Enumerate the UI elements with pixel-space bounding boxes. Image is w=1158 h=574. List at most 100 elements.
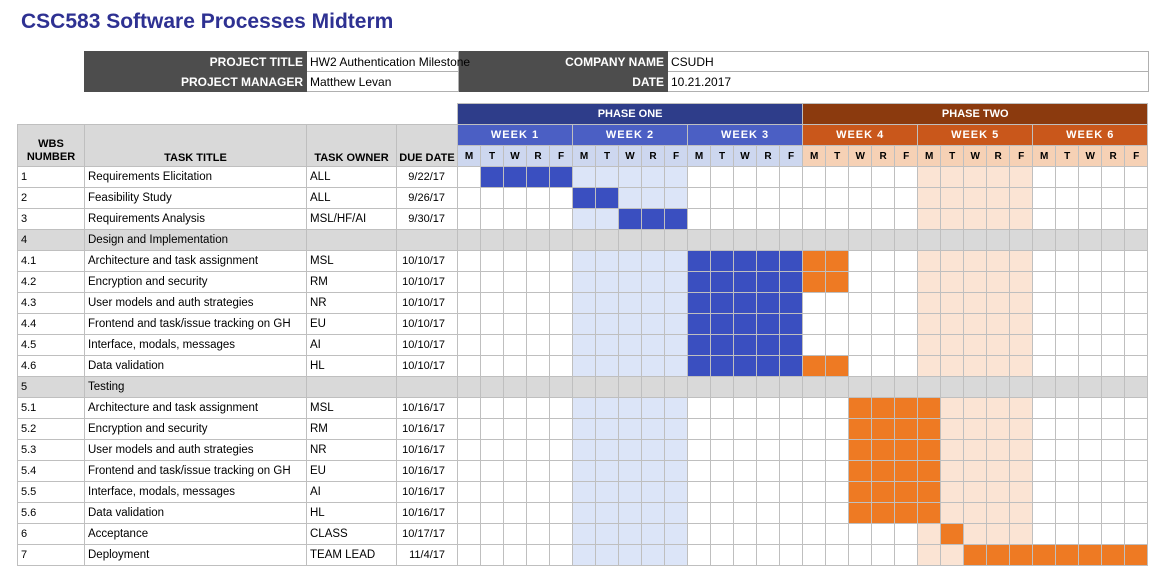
gantt-day-cell[interactable] (1032, 313, 1057, 335)
gantt-day-cell[interactable] (894, 166, 919, 188)
gantt-day-cell[interactable] (940, 481, 965, 503)
gantt-day-cell[interactable] (595, 544, 619, 566)
gantt-day-cell[interactable] (710, 502, 734, 524)
gantt-day-cell[interactable] (526, 355, 550, 377)
task-title-cell[interactable]: Architecture and task assignment (84, 397, 307, 419)
gantt-day-cell[interactable] (641, 523, 665, 545)
gantt-day-cell[interactable] (963, 250, 988, 272)
gantt-day-cell[interactable] (1124, 502, 1149, 524)
gantt-bar-cell[interactable] (848, 502, 873, 524)
gantt-day-cell[interactable] (1009, 250, 1034, 272)
gantt-day-cell[interactable] (687, 481, 711, 503)
gantt-bar-cell[interactable] (595, 187, 619, 209)
gantt-day-cell[interactable] (894, 544, 919, 566)
gantt-day-cell[interactable] (1124, 481, 1149, 503)
gantt-day-cell[interactable] (710, 544, 734, 566)
gantt-day-cell[interactable] (549, 355, 573, 377)
gantt-bar-cell[interactable] (756, 313, 780, 335)
gantt-day-cell[interactable] (618, 187, 642, 209)
gantt-day-cell[interactable] (963, 166, 988, 188)
task-owner-cell[interactable]: AI (306, 481, 397, 503)
gantt-day-cell[interactable] (549, 250, 573, 272)
gantt-day-cell[interactable] (526, 187, 550, 209)
gantt-day-cell[interactable] (848, 292, 873, 314)
task-title-cell[interactable]: Frontend and task/issue tracking on GH (84, 313, 307, 335)
gantt-bar-cell[interactable] (480, 166, 504, 188)
gantt-bar-cell[interactable] (778, 292, 804, 314)
gantt-day-cell[interactable] (1009, 439, 1034, 461)
gantt-day-cell[interactable] (549, 523, 573, 545)
gantt-day-cell[interactable] (549, 271, 573, 293)
project-manager-value[interactable]: Matthew Levan (306, 71, 459, 92)
gantt-day-cell[interactable] (1032, 502, 1057, 524)
gantt-day-cell[interactable] (940, 544, 965, 566)
gantt-day-cell[interactable] (756, 502, 780, 524)
gantt-day-cell[interactable] (963, 208, 988, 230)
gantt-day-cell[interactable] (1032, 166, 1057, 188)
gantt-day-cell[interactable] (1124, 166, 1149, 188)
gantt-bar-cell[interactable] (526, 166, 550, 188)
task-title-cell[interactable]: Feasibility Study (84, 187, 307, 209)
gantt-day-cell[interactable] (963, 376, 988, 398)
gantt-day-cell[interactable] (641, 166, 665, 188)
gantt-day-cell[interactable] (572, 502, 596, 524)
gantt-bar-cell[interactable] (778, 355, 804, 377)
gantt-day-cell[interactable] (664, 544, 688, 566)
task-title-cell[interactable]: Acceptance (84, 523, 307, 545)
gantt-day-cell[interactable] (778, 166, 804, 188)
gantt-day-cell[interactable] (894, 250, 919, 272)
gantt-day-cell[interactable] (457, 355, 481, 377)
gantt-day-cell[interactable] (825, 460, 850, 482)
gantt-day-cell[interactable] (825, 376, 850, 398)
gantt-day-cell[interactable] (687, 397, 711, 419)
gantt-day-cell[interactable] (618, 313, 642, 335)
gantt-day-cell[interactable] (871, 523, 896, 545)
gantt-bar-cell[interactable] (848, 418, 873, 440)
gantt-day-cell[interactable] (664, 271, 688, 293)
gantt-day-cell[interactable] (871, 376, 896, 398)
gantt-bar-cell[interactable] (871, 397, 896, 419)
gantt-day-cell[interactable] (641, 481, 665, 503)
gantt-bar-cell[interactable] (917, 481, 942, 503)
gantt-day-cell[interactable] (825, 166, 850, 188)
gantt-day-cell[interactable] (1009, 502, 1034, 524)
gantt-day-cell[interactable] (503, 397, 527, 419)
gantt-day-cell[interactable] (963, 481, 988, 503)
gantt-day-cell[interactable] (1124, 208, 1149, 230)
gantt-day-cell[interactable] (1055, 418, 1080, 440)
gantt-day-cell[interactable] (894, 334, 919, 356)
gantt-day-cell[interactable] (1032, 481, 1057, 503)
gantt-day-cell[interactable] (778, 439, 804, 461)
gantt-bar-cell[interactable] (778, 250, 804, 272)
gantt-day-cell[interactable] (595, 229, 619, 251)
gantt-day-cell[interactable] (1009, 229, 1034, 251)
gantt-day-cell[interactable] (687, 544, 711, 566)
gantt-day-cell[interactable] (480, 292, 504, 314)
gantt-day-cell[interactable] (710, 439, 734, 461)
gantt-day-cell[interactable] (618, 166, 642, 188)
gantt-day-cell[interactable] (457, 271, 481, 293)
gantt-day-cell[interactable] (1055, 313, 1080, 335)
due-date-cell[interactable]: 10/10/17 (396, 271, 458, 293)
gantt-day-cell[interactable] (1009, 355, 1034, 377)
gantt-day-cell[interactable] (710, 229, 734, 251)
gantt-day-cell[interactable] (480, 208, 504, 230)
gantt-bar-cell[interactable] (733, 334, 757, 356)
gantt-bar-cell[interactable] (733, 271, 757, 293)
gantt-day-cell[interactable] (1078, 502, 1103, 524)
task-title-cell[interactable]: User models and auth strategies (84, 292, 307, 314)
gantt-bar-cell[interactable] (710, 313, 734, 335)
gantt-bar-cell[interactable] (917, 397, 942, 419)
gantt-day-cell[interactable] (503, 544, 527, 566)
gantt-day-cell[interactable] (1055, 250, 1080, 272)
gantt-day-cell[interactable] (802, 544, 827, 566)
gantt-day-cell[interactable] (778, 187, 804, 209)
gantt-day-cell[interactable] (1009, 523, 1034, 545)
wbs-number-cell[interactable]: 4 (17, 229, 85, 251)
gantt-day-cell[interactable] (641, 334, 665, 356)
gantt-day-cell[interactable] (1124, 187, 1149, 209)
gantt-day-cell[interactable] (917, 376, 942, 398)
gantt-day-cell[interactable] (1101, 523, 1126, 545)
